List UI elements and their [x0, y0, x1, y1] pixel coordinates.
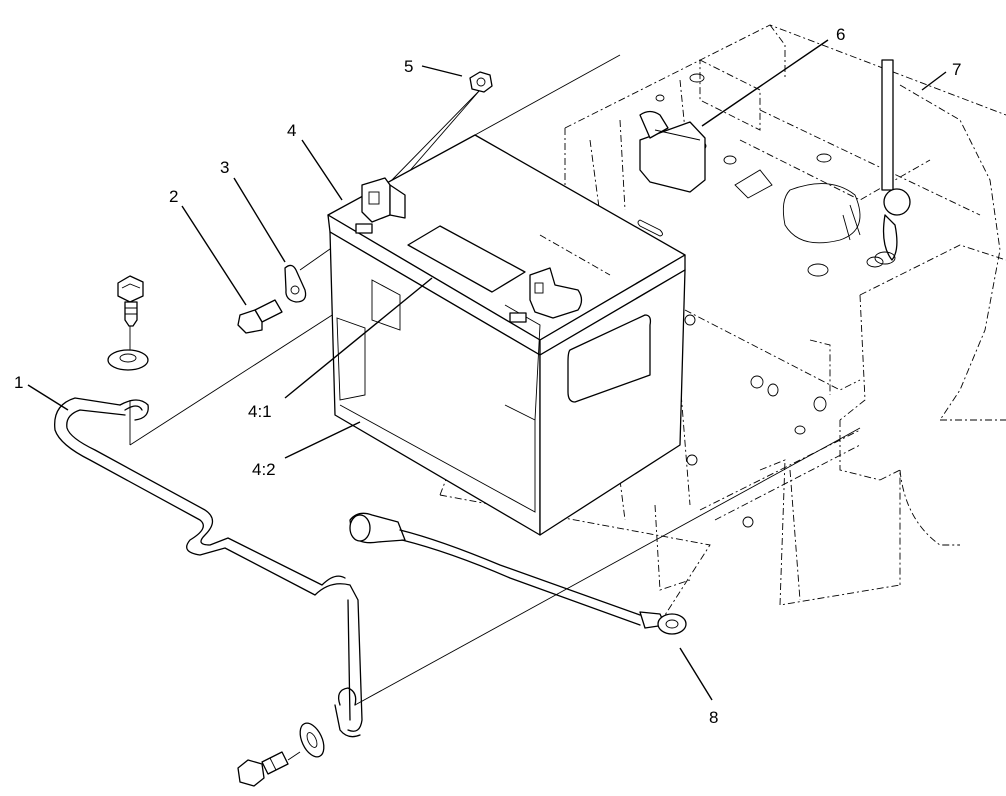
callout-3: 3: [220, 158, 229, 177]
callout-leaders: [27, 39, 947, 701]
hold-down-rod: [842, 59, 911, 265]
flange-bolt-upper: [107, 275, 149, 371]
flange-bolt-lower: [237, 722, 325, 787]
terminal-bolt: [237, 299, 283, 334]
callout-8: 8: [709, 708, 718, 727]
callout-labels: 1 2 3 4 4:1 4:2 5 6 7 8: [14, 25, 961, 727]
nut: [469, 71, 493, 93]
callout-4-2: 4:2: [252, 460, 276, 479]
battery: [327, 134, 686, 536]
callout-5: 5: [404, 57, 413, 76]
callout-4: 4: [287, 121, 296, 140]
battery-cable: [349, 512, 687, 635]
callout-7: 7: [952, 60, 961, 79]
callout-1: 1: [14, 373, 23, 392]
hold-down-bracket: [54, 397, 363, 738]
callout-2: 2: [169, 187, 178, 206]
callout-6: 6: [836, 25, 845, 44]
callout-4-1: 4:1: [248, 402, 272, 421]
ring-terminal: [284, 264, 307, 303]
terminal-boot: [639, 110, 706, 193]
